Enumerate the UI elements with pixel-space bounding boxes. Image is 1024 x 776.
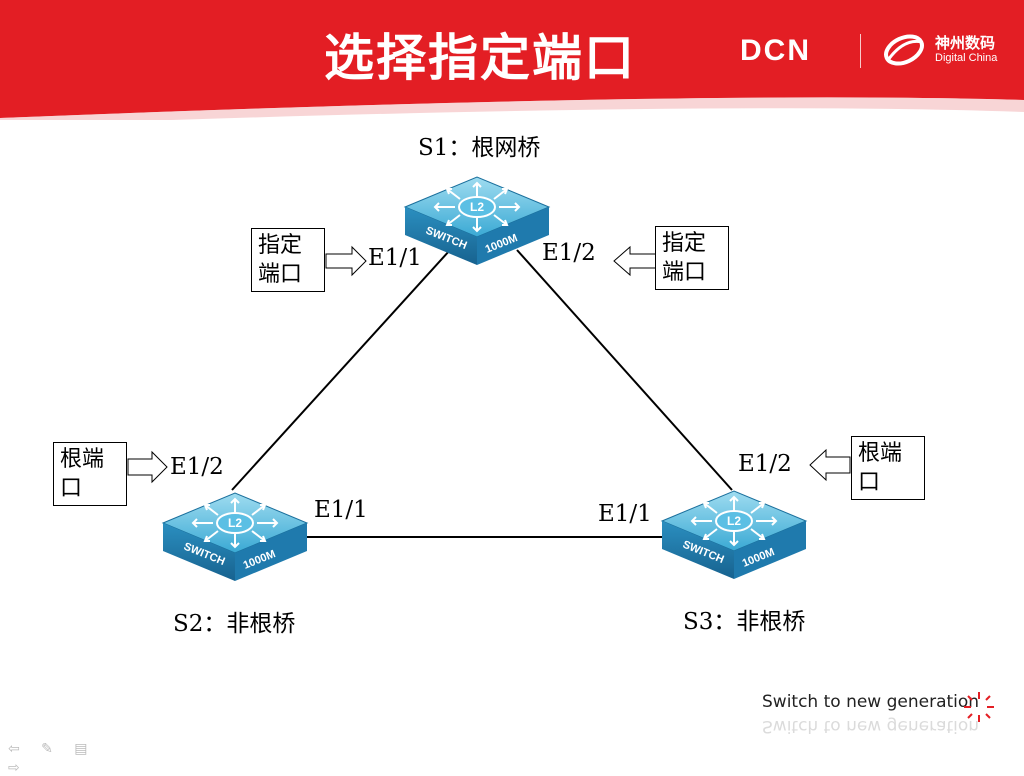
switch-s3: L2 SWITCH 1000M [661,490,807,580]
switch-s3-badge: L2 [727,514,741,528]
digital-china-swirl-icon [884,34,924,66]
sparkle-icon [964,692,994,722]
switch-s2: L2 SWITCH 1000M [162,492,308,582]
logo-divider [860,34,861,68]
arrow-s2-left [127,450,168,484]
arrow-s1-right [613,245,657,277]
arrow-s3-right [809,448,851,482]
port-s1-e11: E1/1 [368,245,422,271]
link-s1-s2 [231,249,451,491]
prev-arrow-icon[interactable]: ⇦ [8,741,20,757]
next-arrow-icon[interactable]: ⇨ [8,760,20,776]
callout-line1: 指定 [662,231,707,256]
callout-line1: 根端 [858,441,903,466]
port-s2-e11: E1/1 [314,497,368,523]
callout-line2: 口 [858,470,881,495]
callout-line1: 指定 [258,233,303,258]
callout-s3-root-port: 根端 口 [851,436,925,500]
slide-nav: ⇦ ✎ ▤ ⇨ [8,738,133,776]
page-title: 选择指定端口 [324,29,636,87]
dcn-logo-text: DCN [740,34,811,67]
switch-s1-name: S1：根网桥 [418,135,541,161]
callout-line2: 口 [60,476,83,501]
port-s3-e11: E1/1 [598,501,652,527]
digital-china-en: Digital China [935,52,998,64]
header-background [0,0,1024,126]
port-s3-e12: E1/2 [738,451,792,477]
callout-line1: 根端 [60,447,105,472]
pen-icon[interactable]: ✎ [41,741,53,757]
arrow-s1-left [325,245,367,277]
menu-icon[interactable]: ▤ [74,741,88,757]
header-banner: 选择指定端口 DCN 神州数码 Digital China [0,0,1024,126]
link-s1-s3 [516,249,733,491]
callout-line2: 端口 [258,262,303,287]
port-s1-e12: E1/2 [542,240,596,266]
switch-s1-badge: L2 [470,200,484,214]
switch-s2-name: S2：非根桥 [173,611,296,637]
callout-s1-designated-left: 指定 端口 [251,228,325,292]
switch-s3-name: S3：非根桥 [683,609,806,635]
callout-line2: 端口 [662,260,707,285]
footer-slogan-reflection: Switch to new generation [762,716,980,736]
switch-s2-badge: L2 [228,516,242,530]
switch-s1: L2 SWITCH 1000M [404,176,550,266]
callout-s1-designated-right: 指定 端口 [655,226,729,290]
company-logo: DCN 神州数码 Digital China [740,24,1010,74]
digital-china-cn: 神州数码 [935,34,996,52]
callout-s2-root-port: 根端 口 [53,442,127,506]
footer-slogan: Switch to new generation [762,692,980,712]
port-s2-e12: E1/2 [170,454,224,480]
